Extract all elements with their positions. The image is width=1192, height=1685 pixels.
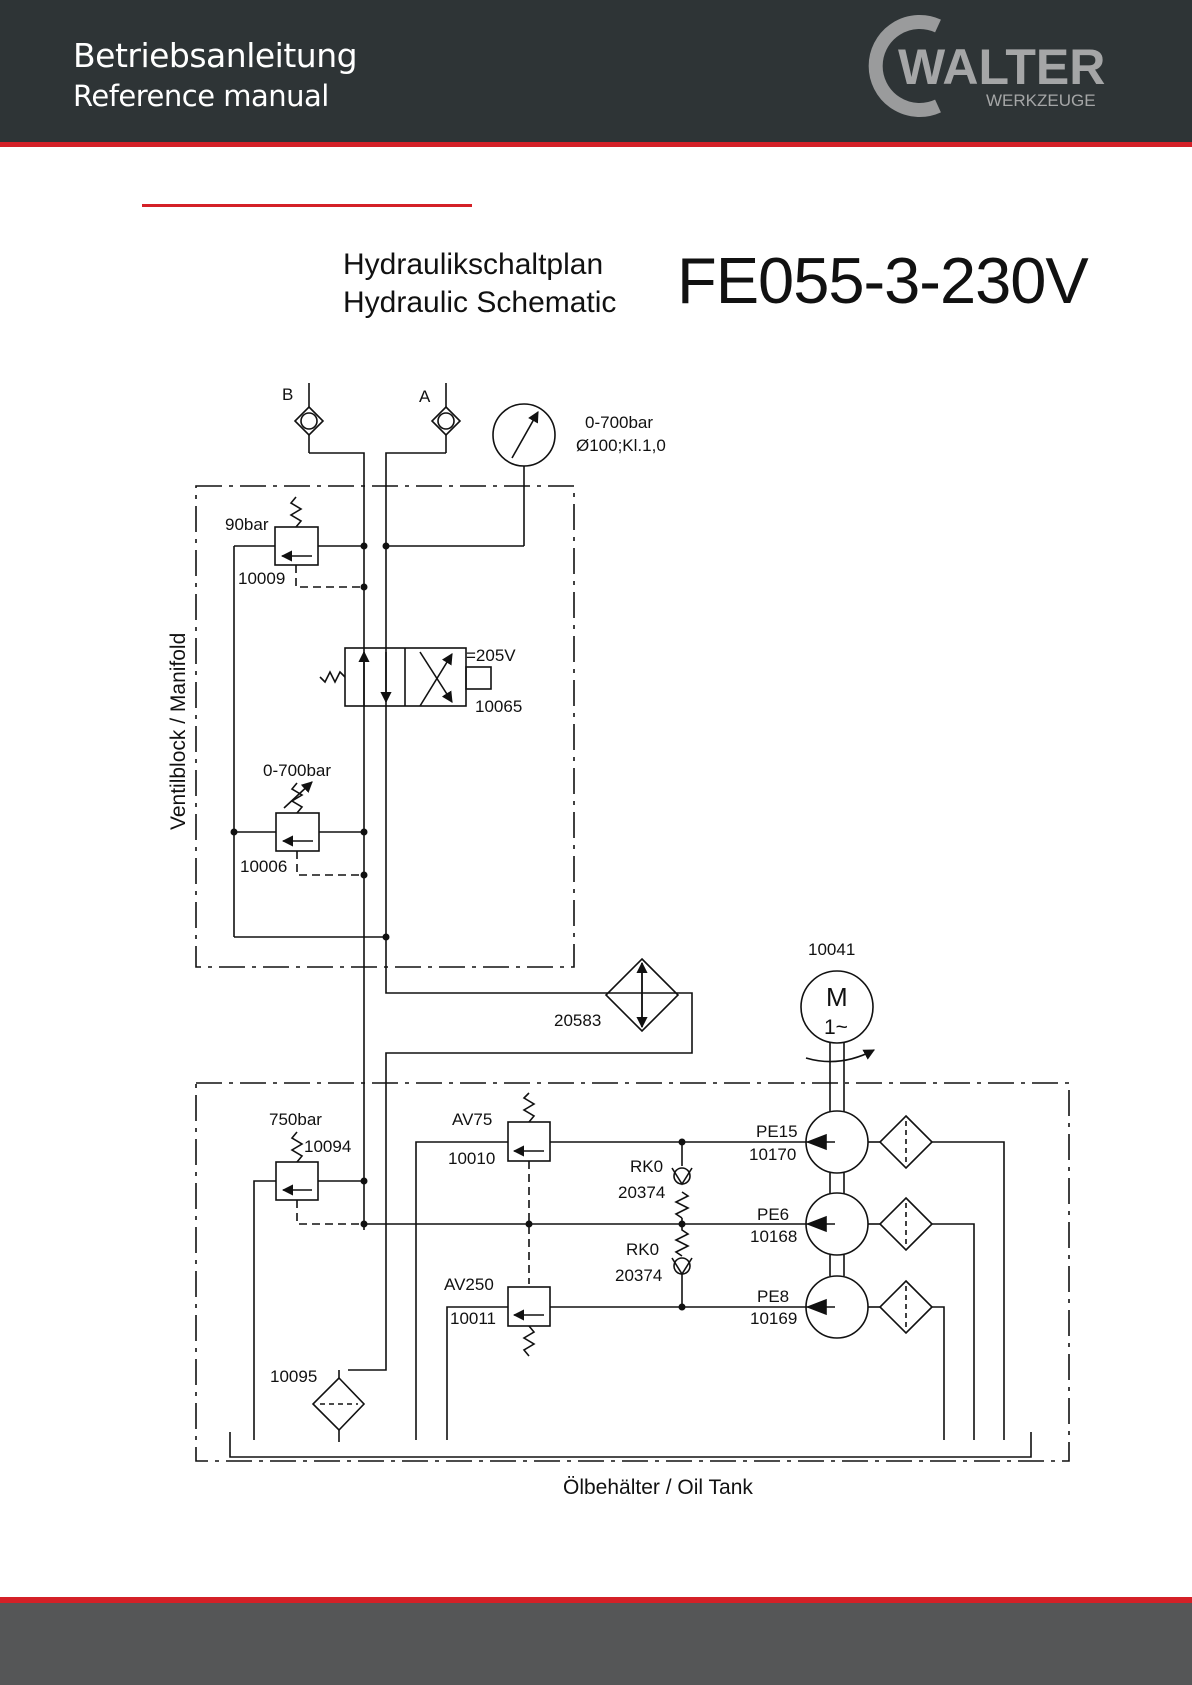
footer-accent-line — [0, 1597, 1192, 1603]
pump-pe8 — [805, 1275, 945, 1440]
label-rk0-1-id: 20374 — [618, 1183, 665, 1202]
pump-pe6 — [805, 1192, 975, 1440]
label-relief-10009: 10009 — [238, 569, 285, 588]
adjustable-relief-valve — [234, 781, 386, 938]
logo-text: WALTER — [898, 39, 1105, 95]
page-header — [0, 0, 1192, 142]
coupling-a — [430, 383, 462, 453]
check-valve-2 — [671, 1224, 693, 1307]
label-gauge-range: 0-700bar — [585, 413, 653, 432]
walter-logo: WALTER WERKZEUGE — [868, 15, 1105, 117]
tank-boundary — [195, 1082, 1070, 1462]
doc-title-en: Hydraulic Schematic — [343, 286, 617, 319]
label-rk0-2: RK0 — [626, 1240, 659, 1259]
label-rk0-1: RK0 — [630, 1157, 663, 1176]
label-pe15-id: 10170 — [749, 1145, 796, 1164]
junction-dots — [230, 542, 686, 1311]
pump-pe15 — [805, 1110, 1005, 1440]
label-filter-10095: 10095 — [270, 1367, 317, 1386]
pressure-gauge — [386, 403, 556, 547]
label-relief-90bar: 90bar — [225, 515, 269, 534]
coupling-b — [293, 383, 325, 453]
label-av75-id: 10010 — [448, 1149, 495, 1168]
logo-subtext: WERKZEUGE — [986, 91, 1096, 110]
header-title-de: Betriebsanleitung — [73, 36, 358, 75]
label-motor-phase: 1~ — [824, 1016, 848, 1039]
doc-model-number: FE055-3-230V — [677, 244, 1089, 317]
relief-valve-90bar — [233, 496, 364, 937]
label-av250-id: 10011 — [450, 1309, 496, 1328]
label-av75: AV75 — [452, 1110, 492, 1129]
label-pe8-id: 10169 — [750, 1309, 797, 1328]
label-pe6-id: 10168 — [750, 1227, 797, 1246]
tank-relief-valve-750bar — [253, 1131, 364, 1440]
valve-av250 — [446, 1286, 835, 1440]
label-relief-10006: 10006 — [240, 857, 287, 876]
label-av250: AV250 — [444, 1275, 494, 1294]
label-port-a: A — [419, 387, 431, 406]
electric-motor — [800, 970, 875, 1112]
label-valve-voltage: =205V — [466, 646, 516, 665]
label-motor-m: M — [826, 982, 848, 1012]
check-valve-1 — [671, 1142, 693, 1224]
valve-av75 — [415, 1092, 835, 1440]
label-manifold: Ventilblock / Manifold — [167, 633, 190, 830]
doc-title-de: Hydraulikschaltplan — [343, 248, 604, 281]
oil-cooler — [604, 957, 680, 1033]
label-pe8: PE8 — [757, 1287, 789, 1306]
label-tank-relief-750bar: 750bar — [269, 1110, 322, 1129]
label-gauge-spec: Ø100;Kl.1,0 — [576, 436, 666, 455]
return-filter — [311, 1370, 366, 1442]
label-port-b: B — [282, 385, 293, 404]
label-cooler-20583: 20583 — [554, 1011, 601, 1030]
page-footer — [0, 1603, 1192, 1685]
header-accent-line — [0, 142, 1192, 147]
header-title-en: Reference manual — [73, 79, 329, 113]
label-tank-relief-10094: 10094 — [304, 1137, 351, 1156]
label-oil-tank: Ölbehälter / Oil Tank — [563, 1476, 753, 1499]
label-valve-10065: 10065 — [475, 697, 522, 716]
hydraulic-schematic: B A 0-700bar Ø100;Kl.1,0 90bar 10009 =20… — [167, 383, 1070, 1499]
directional-valve — [319, 647, 492, 707]
label-pe15: PE15 — [756, 1122, 798, 1141]
label-rk0-2-id: 20374 — [615, 1266, 662, 1285]
section-red-rule — [142, 204, 472, 207]
label-motor-10041: 10041 — [808, 940, 855, 959]
label-adjustable-range: 0-700bar — [263, 761, 331, 780]
manifold-boundary — [195, 485, 575, 968]
label-pe6: PE6 — [757, 1205, 789, 1224]
